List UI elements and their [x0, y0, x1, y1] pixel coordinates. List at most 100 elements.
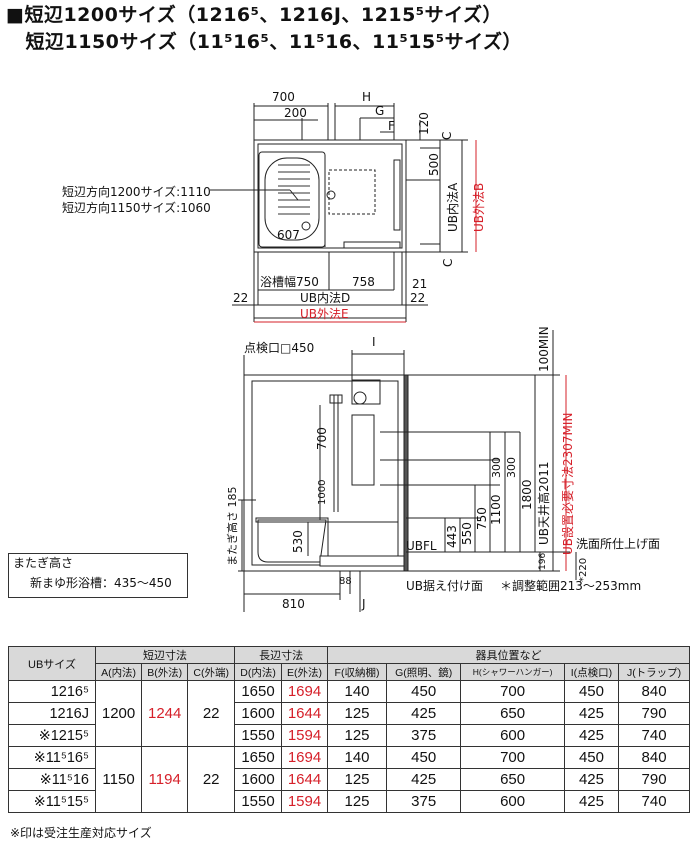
cell-model: ※11⁵15⁵ [8, 790, 96, 813]
plan-dim-700: 700 [272, 90, 295, 104]
cell-A: 1150 [94, 746, 143, 813]
cell-D: 1550 [234, 724, 282, 747]
cell-I: 425 [563, 768, 620, 791]
col-H: H(シャワーハンガー) [460, 663, 565, 681]
straddle-box-value: 新まゆ形浴槽：435～450 [30, 576, 172, 590]
cell-G: 425 [385, 702, 462, 725]
cell-model: ※11⁵16⁵ [8, 746, 96, 769]
cell-J: 740 [618, 724, 690, 747]
plan-ub-inner-D: UB内法D [300, 291, 350, 305]
section-straddle: またぎ高さ 185 [225, 487, 239, 567]
section-dim-530: 530 [291, 530, 305, 553]
section-install-min: UB設置必要寸法2307MIN [560, 413, 575, 555]
cell-E: 1644 [280, 702, 329, 725]
size-spec-table: UBサイズ 短辺寸法 長辺寸法 器具位置など A(内法) B(外法) C(外端)… [8, 646, 690, 813]
cell-H: 700 [460, 680, 565, 703]
section-100min: 100MIN [537, 326, 551, 372]
cell-I: 425 [563, 702, 620, 725]
plan-dim-500: 500 [427, 153, 441, 176]
cell-H: 650 [460, 768, 565, 791]
cell-B: 1244 [141, 680, 189, 747]
cell-D: 1550 [234, 790, 282, 813]
cell-F: 125 [327, 768, 387, 791]
section-dim-J: J [361, 597, 366, 611]
cell-D: 1650 [234, 680, 282, 703]
cell-H: 650 [460, 702, 565, 725]
cell-D: 1600 [234, 768, 282, 791]
cell-F: 125 [327, 790, 387, 813]
section-ubfl: UBFL [406, 539, 437, 553]
plan-dim-607: 607 [277, 228, 300, 242]
plan-dim-22-left: 22 [233, 291, 248, 305]
section-adjust: ＊調整範囲213～253mm [500, 578, 641, 593]
plan-dim-C-top: C [440, 132, 454, 140]
header-ub-size: UBサイズ [8, 646, 96, 681]
cell-E: 1594 [280, 790, 329, 813]
cell-model: 1216⁵ [8, 680, 96, 703]
title-line-2: 短辺1150サイズ（11⁵16⁵、11⁵16、11⁵15⁵サイズ） [6, 31, 522, 53]
short-dir-1200: 短辺方向1200サイズ:1110 [62, 184, 211, 199]
col-I: I(点検口) [563, 663, 620, 681]
cell-F: 125 [327, 724, 387, 747]
section-dim-1100: 1100 [489, 494, 503, 525]
table-row: 1216J 1600 1644 125 425 650 425 790 [8, 702, 690, 725]
section-dim-700: 700 [315, 427, 329, 450]
cell-model: ※1215⁵ [8, 724, 96, 747]
table-row: 1216⁵ 1200 1244 22 1650 1694 140 450 700… [8, 680, 690, 747]
col-B: B(外法) [141, 663, 189, 681]
mirror [351, 414, 375, 486]
table-row: ※1215⁵ 1550 1594 125 375 600 425 740 [8, 724, 690, 747]
section-ub-base: UB据え付け面 [406, 579, 483, 593]
header-fixture: 器具位置など [327, 646, 690, 664]
cell-H: 600 [460, 790, 565, 813]
cell-H: 700 [460, 746, 565, 769]
cell-I: 450 [563, 680, 620, 703]
section-dim-I: I [372, 335, 376, 349]
table-row: ※11⁵15⁵ 1550 1594 125 375 600 425 740 [8, 790, 690, 813]
cell-B: 1194 [141, 746, 189, 813]
plan-tub-width: 浴槽幅750 [260, 274, 319, 289]
cell-D: 1650 [234, 746, 282, 769]
bathroom-drawing: 700 200 H G F C C 120 500 UB内法A UB外法B 60… [62, 90, 660, 612]
col-G: G(照明、鏡) [385, 663, 462, 681]
cell-model: 1216J [8, 702, 96, 725]
col-J: J(トラップ) [618, 663, 690, 681]
cell-J: 790 [618, 702, 690, 725]
plan-dim-F: F [388, 119, 395, 133]
straddle-box-label: またぎ高さ [13, 556, 74, 570]
cell-J: 840 [618, 746, 690, 769]
cell-F: 140 [327, 680, 387, 703]
cell-C: 22 [187, 746, 236, 813]
section-ceiling: UB天井高2011 [536, 461, 551, 545]
cell-I: 425 [563, 790, 620, 813]
plan-dim-200: 200 [284, 106, 307, 120]
plan-ub-outer-E: UB外法E [300, 307, 349, 321]
plan-dim-120: 120 [417, 112, 431, 135]
cell-A: 1200 [94, 680, 143, 747]
col-E: E(外法) [280, 663, 329, 681]
plan-dim-G: G [375, 104, 384, 118]
cell-F: 125 [327, 702, 387, 725]
cell-E: 1594 [280, 724, 329, 747]
section-dim-750: 750 [475, 507, 489, 530]
section-inspection: 点検口□450 [244, 341, 314, 355]
cell-E: 1694 [280, 746, 329, 769]
cell-G: 450 [385, 746, 462, 769]
table-row: ※11⁵16⁵ 1150 1194 22 1650 1694 140 450 7… [8, 746, 690, 813]
short-dir-1150: 短辺方向1150サイズ:1060 [62, 200, 211, 215]
cell-G: 425 [385, 768, 462, 791]
section-dim-220: *220 [578, 558, 589, 582]
section-dim-1800: 1800 [520, 479, 534, 510]
cell-J: 790 [618, 768, 690, 791]
section-dim-300b: 300 [490, 457, 503, 478]
plan-outer-wall [253, 139, 407, 253]
inspection-dashed [328, 169, 376, 215]
cell-G: 375 [385, 790, 462, 813]
straddle-height-box [8, 553, 188, 598]
section-dim-810: 810 [282, 597, 305, 611]
section-wash-finish: 洗面所仕上げ面 [576, 537, 660, 551]
cell-E: 1644 [280, 768, 329, 791]
section-dim-88: 88 [339, 576, 352, 587]
cell-E: 1694 [280, 680, 329, 703]
col-D: D(内法) [234, 663, 282, 681]
